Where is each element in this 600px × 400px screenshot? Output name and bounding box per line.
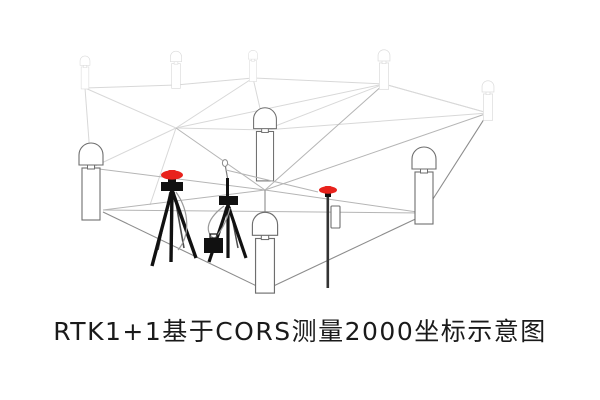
tripod-legs xyxy=(150,189,198,267)
rover-antenna-red xyxy=(319,186,337,194)
baseline-group-mid xyxy=(90,83,489,214)
baseline-near xyxy=(102,211,266,291)
receiver-neck xyxy=(168,178,176,183)
baseline-far xyxy=(90,127,177,169)
receiver-body xyxy=(161,182,183,191)
gnss-base-tripod xyxy=(150,170,198,267)
baseline-far xyxy=(175,77,254,86)
radio-cable xyxy=(207,205,225,239)
cors-station-back-3 xyxy=(248,49,258,82)
baseline-far xyxy=(149,127,177,206)
baseline-far xyxy=(84,87,177,129)
baseline-group-far xyxy=(84,77,489,206)
radio-link-signal xyxy=(225,169,319,193)
cors-station-front-center xyxy=(251,211,279,294)
rover-antenna-cap xyxy=(324,186,332,190)
radio-modem-body xyxy=(219,196,238,205)
baseline-far xyxy=(264,83,385,131)
data-controller xyxy=(330,205,341,229)
baseline-group-near xyxy=(102,112,489,291)
whip-antenna-tip xyxy=(221,159,229,167)
gnss-antenna-red xyxy=(161,170,183,180)
rover-pole-shaft xyxy=(326,196,330,288)
power-cable xyxy=(214,207,231,239)
baseline-far xyxy=(252,77,385,85)
cors-station-back-5 xyxy=(481,80,495,121)
cors-station-back-4 xyxy=(377,49,391,90)
gnss-antenna-cap xyxy=(168,170,176,174)
baseline-far xyxy=(383,83,489,114)
baseline-mid xyxy=(264,112,489,191)
cors-station-back-1 xyxy=(79,55,91,90)
baseline-near xyxy=(264,214,425,291)
cors-station-left xyxy=(78,142,104,221)
baseline-mid xyxy=(264,189,425,214)
baseline-far xyxy=(264,112,489,131)
figure-caption: RTK1+1基于CORS测量2000坐标示意图 xyxy=(53,317,547,346)
baseline-mid xyxy=(264,83,385,191)
baseline-mid xyxy=(102,209,425,214)
baseline-far xyxy=(175,127,266,131)
rover-pole xyxy=(319,186,341,288)
cors-station-center-hub xyxy=(253,107,277,182)
antenna-cable xyxy=(175,191,188,251)
cors-station-back-2 xyxy=(170,50,182,89)
baseline-mid xyxy=(90,167,266,191)
rover-receiver-neck xyxy=(325,192,331,197)
baseline-near xyxy=(423,112,489,214)
baseline-far xyxy=(175,83,385,129)
antenna-mast xyxy=(226,178,229,197)
baseline-far xyxy=(175,77,254,129)
baseline-mid xyxy=(175,127,266,191)
battery-box xyxy=(204,233,223,253)
baseline-mid xyxy=(102,189,266,211)
cors-station-right xyxy=(411,146,437,225)
baseline-far xyxy=(84,84,177,89)
